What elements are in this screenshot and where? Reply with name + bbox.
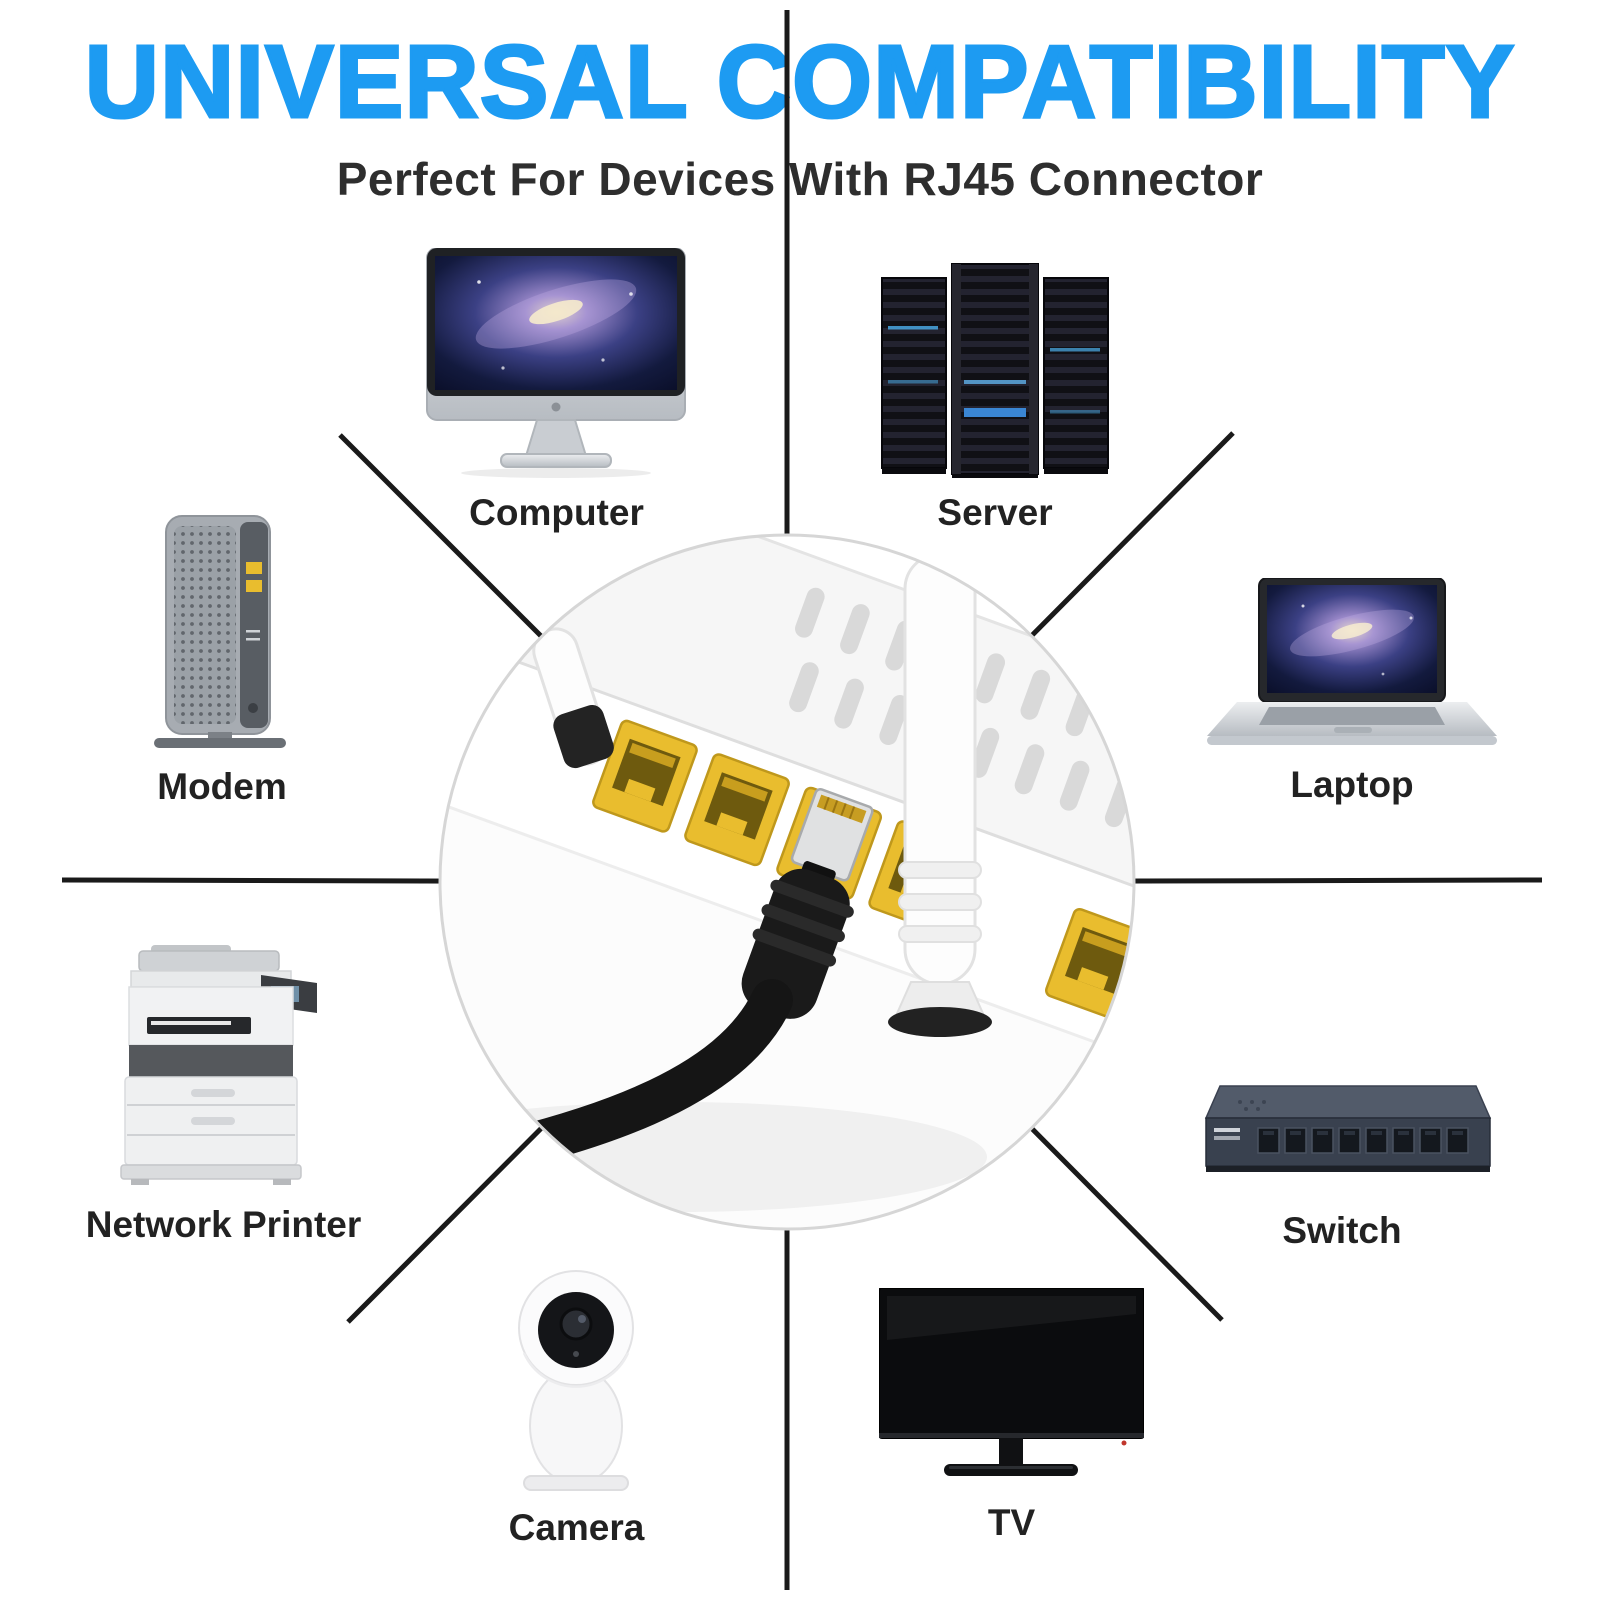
device-label-modem: Modem [157,766,287,807]
device-server: Server [880,260,1110,534]
tv-illustration [879,1288,1144,1476]
modem-port [246,580,262,592]
computer-illustration [426,248,686,478]
device-laptop: Laptop [1207,578,1497,806]
computer-screen [435,256,677,390]
device-label-server: Server [937,492,1053,533]
device-label-tv: TV [987,1502,1036,1543]
printer-output-slot [147,1017,251,1034]
laptop-screen [1267,585,1437,693]
camera-lens [559,1307,593,1341]
modem-illustration [154,515,286,748]
camera-illustration [518,1270,634,1491]
device-modem: Modem [152,512,292,808]
printer-illustration [120,945,317,1185]
server-illustration [881,263,1109,478]
switch-illustration [1204,1085,1492,1172]
device-computer: Computer [419,248,694,534]
device-camera: Camera [494,1258,659,1549]
tv-stand-base [944,1464,1078,1476]
device-label-laptop: Laptop [1290,764,1414,805]
device-label-camera: Camera [508,1507,645,1548]
server-led-bar [964,408,1026,417]
laptop-illustration [1207,578,1497,745]
device-label-computer: Computer [469,492,644,533]
hub-circle [437,532,1137,1232]
device-printer: Network Printer [86,945,361,1246]
computer-stand [524,419,588,457]
modem-vents [174,526,236,724]
device-label-printer: Network Printer [85,1204,362,1245]
device-switch: Switch [1192,1076,1492,1252]
main-title: UNIVERSAL COMPATIBILITY [83,24,1516,139]
device-tv: TV [879,1288,1144,1544]
router-illustration [438,533,1136,1231]
subtitle: Perfect For Devices With RJ45 Connector [336,153,1264,205]
tv-stand-neck [999,1438,1023,1464]
device-label-switch: Switch [1282,1210,1402,1251]
switch-top [1204,1085,1492,1119]
modem-port [246,562,262,574]
rj45-connector [790,787,874,886]
